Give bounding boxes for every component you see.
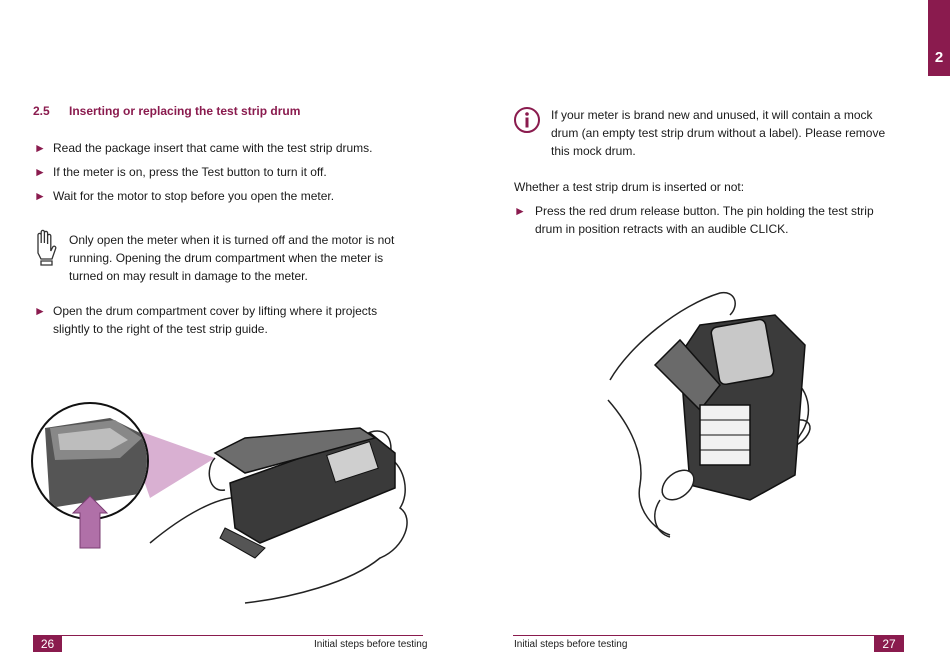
caution-hand-icon	[37, 229, 57, 266]
info-line: this mock drum.	[551, 144, 636, 158]
footer-rule	[513, 635, 904, 636]
bullet-line: Press the red drum release button. The p…	[535, 204, 874, 218]
page-number: 26	[33, 636, 62, 652]
bullet-arrow-icon: ►	[34, 141, 46, 155]
info-line: drum (an empty test strip drum without a…	[551, 126, 886, 140]
bullet-text: Read the package insert that came with t…	[53, 141, 373, 155]
chapter-number: 2	[934, 49, 944, 66]
footer-text: Initial steps before testing	[514, 639, 628, 650]
bullet-line: drum in position retracts with an audibl…	[535, 222, 789, 236]
bullet-arrow-icon: ►	[34, 189, 46, 203]
section-title: Inserting or replacing the test strip dr…	[69, 104, 301, 118]
chapter-tab	[928, 0, 950, 76]
info-icon	[514, 107, 540, 133]
bullet-arrow-icon: ►	[34, 165, 46, 179]
info-line: If your meter is brand new and unused, i…	[551, 108, 873, 122]
bullet-line: slightly to the right of the test strip …	[53, 322, 268, 336]
bullet-text: Wait for the motor to stop before you op…	[53, 189, 335, 203]
drum-release-illustration	[607, 291, 811, 538]
footer-rule	[33, 635, 423, 636]
section-number: 2.5	[33, 104, 50, 118]
bullet-line: Open the drum compartment cover by lifti…	[53, 304, 378, 318]
opening-meter-illustration	[31, 402, 408, 604]
footer-text: Initial steps before testing	[314, 639, 428, 650]
intro-text: Whether a test strip drum is inserted or…	[514, 180, 745, 194]
caution-line: turned on may result in damage to the me…	[69, 269, 308, 283]
page-number: 27	[874, 636, 904, 652]
bullet-text: If the meter is on, press the Test butto…	[53, 165, 327, 179]
caution-line: running. Opening the drum compartment wh…	[69, 251, 384, 265]
bullet-arrow-icon: ►	[514, 204, 526, 218]
bullet-arrow-icon: ►	[34, 304, 46, 318]
caution-line: Only open the meter when it is turned of…	[69, 233, 395, 247]
